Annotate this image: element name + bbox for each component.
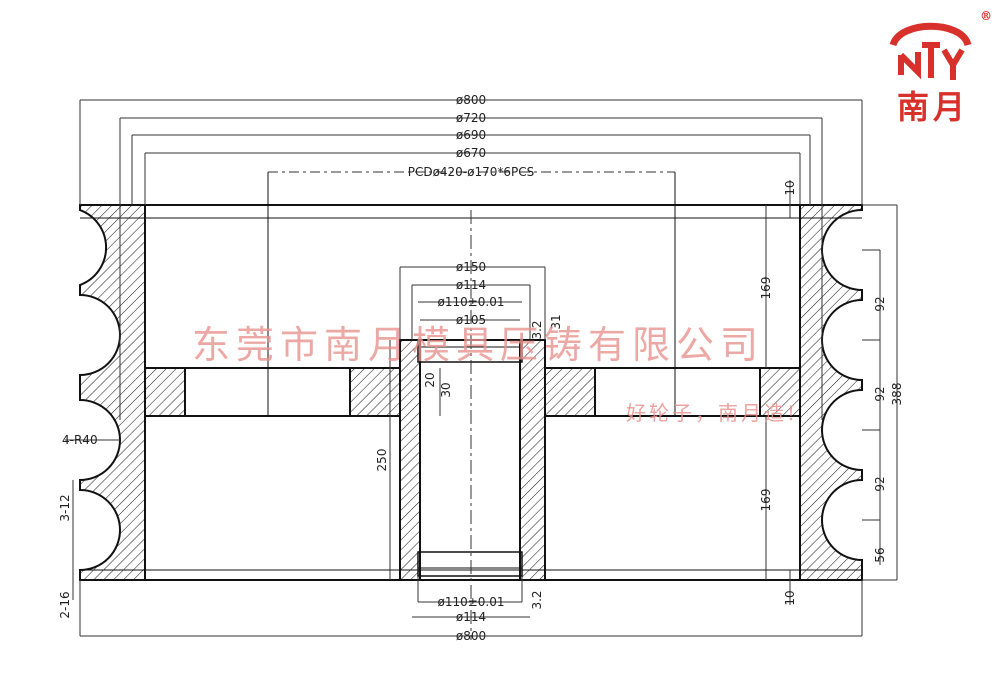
- dim-d800-top: ø800: [456, 93, 486, 107]
- logo-registered: ®: [980, 9, 992, 23]
- dim-d114-top: ø114: [456, 278, 486, 292]
- dim-20: 20: [423, 372, 437, 387]
- dim-d110-bottom: ø110±0.01: [437, 595, 504, 609]
- dim-h10-bottom: 10: [783, 590, 797, 605]
- left-hub-wall: [399, 339, 421, 581]
- watermark-company: 东莞市南月模具压铸有限公司: [192, 323, 764, 367]
- right-rim-section: [799, 204, 863, 581]
- dim-30: 30: [439, 382, 453, 397]
- watermark-slogan: 好轮子，南月造!: [626, 401, 798, 425]
- right-hub-flange: [544, 367, 596, 417]
- left-rim-section: [79, 204, 146, 581]
- dim-h56: 56: [873, 547, 887, 562]
- dim-h169-top: 169: [759, 277, 773, 300]
- logo-text: 南月: [897, 88, 969, 126]
- dim-pcd: PCDø420-ø170*6PCS: [408, 165, 535, 179]
- dim-r40: 4-R40: [62, 433, 98, 447]
- left-web-stub: [144, 367, 186, 417]
- dim-d105: ø105: [456, 313, 486, 327]
- logo-mark-icon: [889, 22, 972, 47]
- dim-g92-c: 92: [873, 476, 887, 491]
- dim-h10-top: 10: [783, 180, 797, 195]
- dim-c3-12: 3-12: [58, 494, 72, 521]
- dim-g92-b: 92: [873, 386, 887, 401]
- dimension-lines: [65, 99, 898, 637]
- dim-h388: 388: [890, 383, 904, 406]
- left-hub-flange: [349, 367, 401, 417]
- dim-h250: 250: [375, 449, 389, 472]
- dim-d114-bottom: ø114: [456, 610, 486, 624]
- dim-d150: ø150: [456, 260, 486, 274]
- dim-d110-top: ø110±0.01: [437, 295, 504, 309]
- dim-c2-16: 2-16: [58, 591, 72, 618]
- dim-g92-a: 92: [873, 296, 887, 311]
- dim-d690: ø690: [456, 128, 486, 142]
- dim-chamfer-bottom: 3.2: [530, 590, 544, 609]
- dim-31: 31: [549, 314, 563, 329]
- dim-d720: ø720: [456, 111, 486, 125]
- dim-d800-bottom: ø800: [456, 629, 486, 643]
- brand-logo: ® 南月: [889, 9, 992, 126]
- dim-chamfer-top: 3.2: [530, 320, 544, 339]
- right-hub-wall: [519, 339, 546, 581]
- dim-d670: ø670: [456, 146, 486, 160]
- dim-h169-bottom: 169: [759, 489, 773, 512]
